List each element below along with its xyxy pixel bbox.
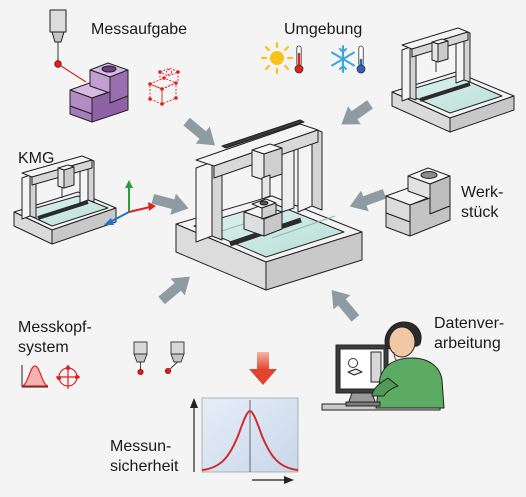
label-probe-line1: Messkopf- (18, 319, 92, 336)
snowflake-icon (331, 45, 355, 73)
label-uncertainty-line1: Messun- (110, 438, 172, 455)
arrow-workpiece (349, 189, 387, 212)
label-cmm: KMG (18, 150, 55, 167)
influence-arrows (151, 100, 387, 322)
probe-angled-icon (164, 341, 185, 375)
measuring-task-illustration (49, 9, 180, 123)
arrow-cmm (151, 193, 189, 215)
label-environment: Umgebung (284, 21, 363, 38)
environment-cmm (391, 27, 515, 133)
sun-icon (260, 41, 294, 75)
label-data-line1: Datenver- (434, 315, 505, 332)
label-uncertainty-line2: sicherheit (110, 458, 179, 475)
workpiece-illustration (385, 167, 451, 237)
gaussian-curve-icon (21, 365, 49, 388)
label-workpiece-line1: Werk- (461, 184, 504, 201)
cmm-illustration (13, 155, 117, 245)
uncertainty-plot (190, 397, 299, 484)
thermometer-cold-icon (356, 45, 366, 74)
arrow-environment (341, 100, 373, 125)
coordinate-axes-icon (104, 180, 156, 225)
central-cmm-machine (175, 119, 363, 291)
result-arrow (249, 352, 277, 385)
arrow-probe-system (158, 276, 190, 305)
arrow-data-processing (331, 290, 360, 322)
probe-icon (133, 341, 148, 376)
label-probe-line2: system (18, 339, 69, 356)
label-measuring-task: Messaufgabe (91, 21, 188, 38)
label-data-line2: arbeitung (434, 335, 501, 352)
circle-fit-icon (56, 365, 80, 389)
thermometer-icon (294, 45, 304, 74)
label-workpiece-line2: stück (461, 204, 499, 221)
arrow-measuring-task (183, 117, 215, 146)
data-processing-illustration (321, 321, 445, 411)
